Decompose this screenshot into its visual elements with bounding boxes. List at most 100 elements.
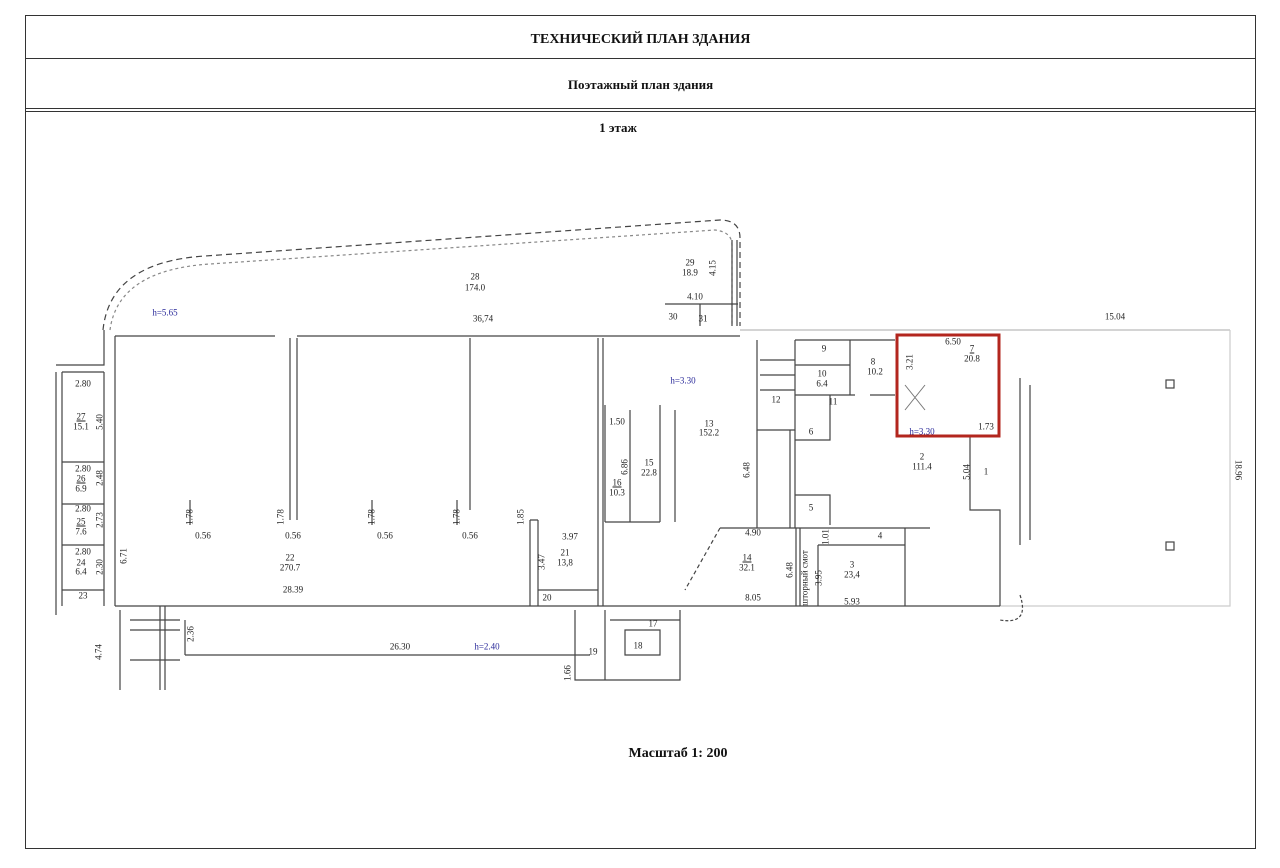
plan-label: 20.8: [964, 353, 980, 364]
plan-label: 18.9: [682, 267, 698, 278]
wall-room-14: [720, 527, 930, 606]
plan-label: шторный смот: [799, 550, 810, 606]
canopy-outline: [102, 219, 741, 331]
plan-label: 23: [78, 590, 88, 601]
plan-label: 20: [542, 592, 552, 603]
plan-label: h=5.65: [152, 307, 178, 318]
plan-label: 4.15: [707, 260, 718, 276]
plan-label: 13,8: [557, 557, 573, 568]
plan-label: 3.97: [562, 531, 578, 542]
plan-label: 2.73: [94, 512, 105, 528]
plan-label: 6: [808, 426, 814, 437]
plan-label: 1.78: [184, 509, 195, 525]
plan-label: 25: [76, 516, 86, 527]
plan-area: [25, 111, 1256, 849]
plan-label: 7.6: [75, 526, 87, 537]
plan-label: 22.8: [641, 467, 657, 478]
plan-label: 10.3: [609, 487, 625, 498]
plan-label: 5.40: [94, 414, 105, 430]
plan-label: 1.73: [978, 421, 994, 432]
plan-label: 26: [76, 473, 86, 484]
plan-label: 17: [648, 618, 658, 629]
plan-label: 4.10: [687, 291, 703, 302]
plan-label: 18.96: [1233, 459, 1244, 481]
plan-label: 3.21: [904, 354, 915, 370]
plan-label: 23,4: [844, 569, 860, 580]
plan-label: 6.50: [945, 336, 961, 347]
plan-label: 4.74: [93, 644, 104, 660]
plan-label: 14: [742, 552, 752, 563]
plan-label: 19: [588, 646, 598, 657]
plan-label: 111.4: [912, 461, 932, 472]
plan-label: 1.78: [366, 509, 377, 525]
subtitle-row: Поэтажный план здания: [25, 58, 1256, 109]
plan-label: 24: [76, 557, 86, 568]
plan-label: 0.56: [195, 530, 211, 541]
plan-label: 6.9: [75, 483, 87, 494]
plan-label: 29: [685, 257, 695, 268]
plan-label: 16: [612, 477, 622, 488]
plan-label: h=2.40: [474, 641, 500, 652]
plan-label: 1: [983, 466, 989, 477]
plan-label: 2.80: [75, 546, 91, 557]
plan-label: 2.80: [75, 503, 91, 514]
plan-label: 13: [704, 418, 714, 429]
document-subtitle: Поэтажный план здания: [567, 77, 714, 92]
plan-label: 15.04: [1104, 311, 1126, 322]
plan-label: h=3.30: [670, 375, 696, 386]
plan-label: 3: [849, 559, 855, 570]
plan-label: 2.48: [94, 470, 105, 486]
plan-label: 18: [633, 640, 643, 651]
plan-label: 7: [969, 343, 975, 354]
plan-label: 3.47: [536, 554, 547, 570]
plan-label: 1.50: [609, 416, 625, 427]
plan-label: 0.56: [377, 530, 393, 541]
plan-label: 28: [470, 271, 480, 282]
plan-label: 12: [771, 394, 781, 405]
plan-label: 15.1: [73, 421, 89, 432]
plan-label: 30: [668, 311, 678, 322]
floor-label: 1 этаж: [599, 120, 637, 135]
plan-label: 2.36: [185, 626, 196, 642]
scale-label: Масштаб 1: 200: [628, 746, 728, 761]
plan-label: 1.01: [820, 529, 831, 545]
plan-label: 36,74: [472, 313, 494, 324]
plan-label: 6.48: [784, 562, 795, 578]
plan-label: 2: [919, 451, 925, 462]
plan-label: 21: [560, 547, 570, 558]
plan-label: 2.80: [75, 378, 91, 389]
plan-label: 11: [828, 396, 838, 407]
plan-label: 2.80: [75, 463, 91, 474]
plan-label: 28.39: [282, 584, 304, 595]
plan-label: 6.86: [619, 459, 630, 475]
plan-label: 6.71: [118, 548, 129, 564]
plan-label: 9: [821, 343, 827, 354]
plan-label: 31: [698, 313, 708, 324]
plan-label: 2.30: [94, 559, 105, 575]
plan-label: 152.2: [698, 427, 720, 438]
plan-label: 5.04: [961, 464, 972, 480]
plan-label: h=3.30: [909, 426, 935, 437]
plan-label: 4.90: [745, 527, 761, 538]
plan-label: 1.85: [515, 509, 526, 525]
plan-label: 5: [808, 502, 814, 513]
plan-label: 3.95: [813, 570, 824, 586]
plan-label: 5.93: [844, 596, 860, 607]
plan-label: 8.05: [745, 592, 761, 603]
plan-label: 27: [76, 411, 86, 422]
plan-label: 0.56: [462, 530, 478, 541]
plan-label: 22: [285, 552, 295, 563]
plan-label: 1.78: [451, 509, 462, 525]
plan-label: 10: [817, 368, 827, 379]
plan-label: 0.56: [285, 530, 301, 541]
plan-label: 1.78: [275, 509, 286, 525]
plan-label: 26.30: [389, 641, 411, 652]
plan-label: 4: [877, 530, 883, 541]
plan-label: 270.7: [279, 562, 301, 573]
plan-label: 10.2: [867, 366, 883, 377]
plan-label: 1.66: [562, 665, 573, 681]
plan-label: 32.1: [739, 562, 755, 573]
plan-label: 6.48: [741, 462, 752, 478]
highlighted-room-7: [895, 333, 1001, 438]
